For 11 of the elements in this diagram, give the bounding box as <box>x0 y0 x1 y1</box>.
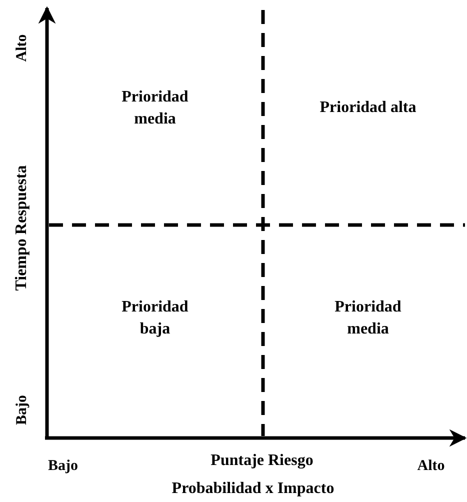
quadrant-label: Prioridad media <box>120 87 190 129</box>
axis-title: Tiempo Respuesta <box>12 165 32 291</box>
axis-tick-label: Bajo <box>48 456 78 476</box>
quadrant-label: Prioridad media <box>334 297 402 339</box>
axis-tick-label: Bajo <box>12 395 31 425</box>
axis-title: Puntaje Riesgo <box>210 451 314 472</box>
axis-tick-label: Alto <box>12 34 31 62</box>
axis-title: Probabilidad x Impacto <box>172 479 334 500</box>
axis-tick-label: Alto <box>417 456 445 476</box>
quadrant-label: Prioridad baja <box>120 297 190 339</box>
quadrant-label: Prioridad alta <box>318 98 418 118</box>
